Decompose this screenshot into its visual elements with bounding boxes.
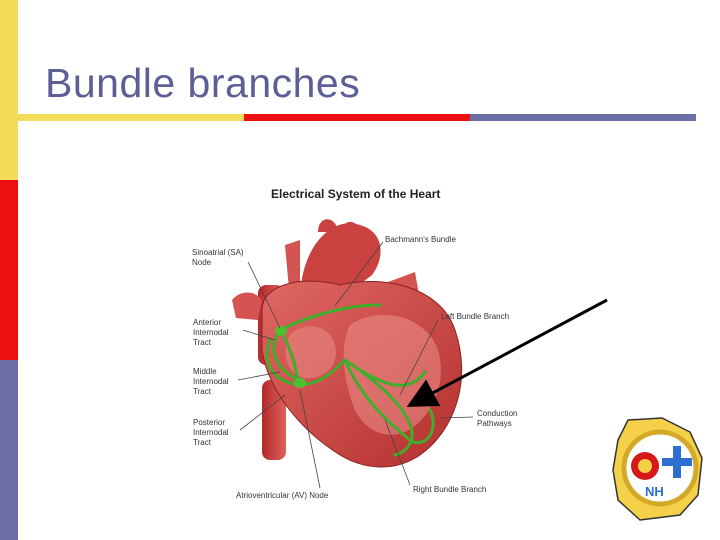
sa-node [275, 326, 287, 336]
label-left-bundle-branch: Left Bundle Branch [441, 312, 510, 321]
left-accent-bar-blue [0, 360, 18, 540]
label-anterior-internodal-tract: Anterior Internodal Tract [193, 318, 229, 347]
label-right-bundle-branch: Right Bundle Branch [413, 485, 487, 494]
title-rule-yellow [18, 114, 244, 121]
slide-title: Bundle branches [45, 60, 361, 106]
nh-ems-logo [612, 417, 703, 521]
label-bachmanns-bundle: Bachmann's Bundle [385, 235, 456, 244]
label-posterior-internodal-tract: Posterior Internodal Tract [193, 418, 229, 447]
right-atrium [285, 326, 336, 379]
figure-title: Electrical System of the Heart [271, 187, 441, 201]
left-accent-bar-red [0, 180, 18, 360]
leader-lines [237, 241, 474, 489]
label-sa-node: Sinoatrial (SA) Node [192, 248, 244, 267]
av-node [294, 378, 306, 388]
title-rule-blue [470, 114, 696, 121]
label-middle-internodal-tract: Middle Internodal Tract [193, 367, 229, 396]
left-accent-bar-yellow [0, 0, 18, 180]
label-conduction-pathways: Conduction Pathways [477, 409, 518, 428]
logo-text: NH [645, 484, 664, 499]
title-rule-red [244, 114, 470, 121]
label-av-node: Atrioventricular (AV) Node [236, 491, 329, 500]
pointer-arrow [406, 298, 608, 407]
